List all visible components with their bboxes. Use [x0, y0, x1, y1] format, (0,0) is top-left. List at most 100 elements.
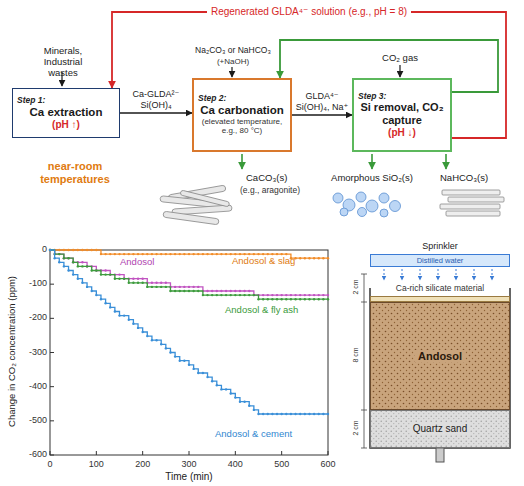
- data-series: [114, 310, 116, 312]
- data-series: [276, 413, 278, 415]
- axis-title: Time (min): [139, 471, 239, 483]
- data-series: [123, 278, 125, 280]
- data-series: [304, 413, 306, 415]
- data-series: [285, 294, 287, 296]
- series-label: Andosol & slag: [232, 256, 327, 267]
- data-series: [160, 282, 162, 284]
- data-series: [253, 294, 255, 296]
- data-series: [95, 294, 97, 296]
- product-label: (e.g., aragonite): [240, 186, 326, 196]
- data-series: [67, 249, 69, 251]
- data-series: [188, 253, 190, 255]
- step-label: Step 1:: [17, 96, 45, 106]
- dimension-lines: [361, 302, 367, 303]
- data-series: [151, 282, 153, 284]
- data-series: [299, 294, 301, 296]
- data-series: [290, 298, 292, 300]
- process-box: Step 3:Si removal, CO₂ capture(pH ↓): [352, 78, 452, 152]
- data-series: [53, 257, 55, 259]
- data-series: [234, 294, 236, 296]
- data-series: [318, 294, 320, 296]
- note-text: near-room temperatures: [20, 160, 130, 185]
- data-series: [257, 413, 259, 415]
- data-series: [202, 294, 204, 296]
- data-series: [216, 294, 218, 296]
- data-series: [202, 253, 204, 255]
- data-series: [132, 323, 134, 325]
- data-series: [95, 249, 97, 251]
- input-arrows: [231, 67, 232, 77]
- tick-label: -100: [14, 278, 47, 288]
- data-series: [141, 253, 143, 255]
- data-series: [188, 286, 190, 288]
- data-series: [63, 257, 65, 259]
- tick-label: -400: [14, 381, 47, 391]
- aragonite-crystals: [180, 190, 230, 207]
- data-series: [308, 294, 310, 296]
- data-series: [183, 286, 185, 288]
- data-series: [155, 253, 157, 255]
- data-series: [91, 249, 93, 251]
- data-series: [109, 306, 111, 308]
- data-series: [104, 273, 106, 275]
- flow-arrow: [120, 112, 192, 113]
- data-series: [49, 249, 329, 415]
- data-series: [81, 249, 83, 251]
- sand-layer: Quartz sand: [370, 410, 510, 448]
- data-series: [308, 298, 310, 300]
- node-text: Ca-rich silicate material: [371, 284, 509, 294]
- data-series: [50, 250, 328, 299]
- data-series: [151, 286, 153, 288]
- data-series: [327, 294, 329, 296]
- data-series: [211, 253, 213, 255]
- plot-frame: [50, 250, 328, 455]
- data-series: [77, 249, 79, 251]
- tick-label: 400: [220, 459, 250, 469]
- data-series: [118, 273, 120, 275]
- data-series: [308, 257, 310, 259]
- data-series: [179, 286, 181, 288]
- data-series: [100, 253, 102, 255]
- data-series: [299, 257, 301, 259]
- input-label: Na₂CO₃ or NaHCO₃: [188, 46, 278, 56]
- node-text: (pH ↓): [388, 127, 416, 139]
- series-label: Andosol & fly ash: [225, 305, 325, 316]
- aragonite-crystals: [160, 185, 232, 225]
- data-series: [216, 253, 218, 255]
- data-series: [262, 298, 264, 300]
- data-series: [192, 253, 194, 255]
- data-series: [72, 249, 74, 251]
- data-series: [123, 314, 125, 316]
- dimension-lines: [361, 448, 367, 449]
- data-series: [239, 290, 241, 292]
- data-series: [220, 253, 222, 255]
- data-series: [308, 413, 310, 415]
- data-series: [81, 261, 83, 263]
- dimension-label: 8 cm: [352, 340, 360, 370]
- data-series: [72, 261, 74, 263]
- data-series: [243, 253, 245, 255]
- output-arrows: [242, 154, 446, 169]
- data-series: [220, 294, 222, 296]
- data-series: [225, 388, 227, 390]
- data-series: [253, 294, 255, 296]
- data-series: [271, 298, 273, 300]
- tick-label: 500: [267, 459, 297, 469]
- data-series: [137, 278, 139, 280]
- data-series: [248, 290, 250, 292]
- axis-ticks: [235, 451, 236, 455]
- tick-label: -200: [14, 312, 47, 322]
- data-series: [49, 249, 329, 301]
- water-spray: [474, 269, 475, 280]
- output-arrows: [445, 154, 447, 169]
- water-spray: [420, 269, 421, 280]
- data-series: [318, 413, 320, 415]
- silica-particles: [380, 209, 388, 217]
- series-label: Andosol & cement: [215, 429, 325, 440]
- data-series: [280, 253, 282, 255]
- axis-ticks: [281, 451, 282, 455]
- water-spray: [402, 269, 403, 280]
- data-series: [248, 253, 250, 255]
- product-label: NaHCO₃(s): [440, 173, 520, 184]
- input-arrows: [399, 65, 400, 77]
